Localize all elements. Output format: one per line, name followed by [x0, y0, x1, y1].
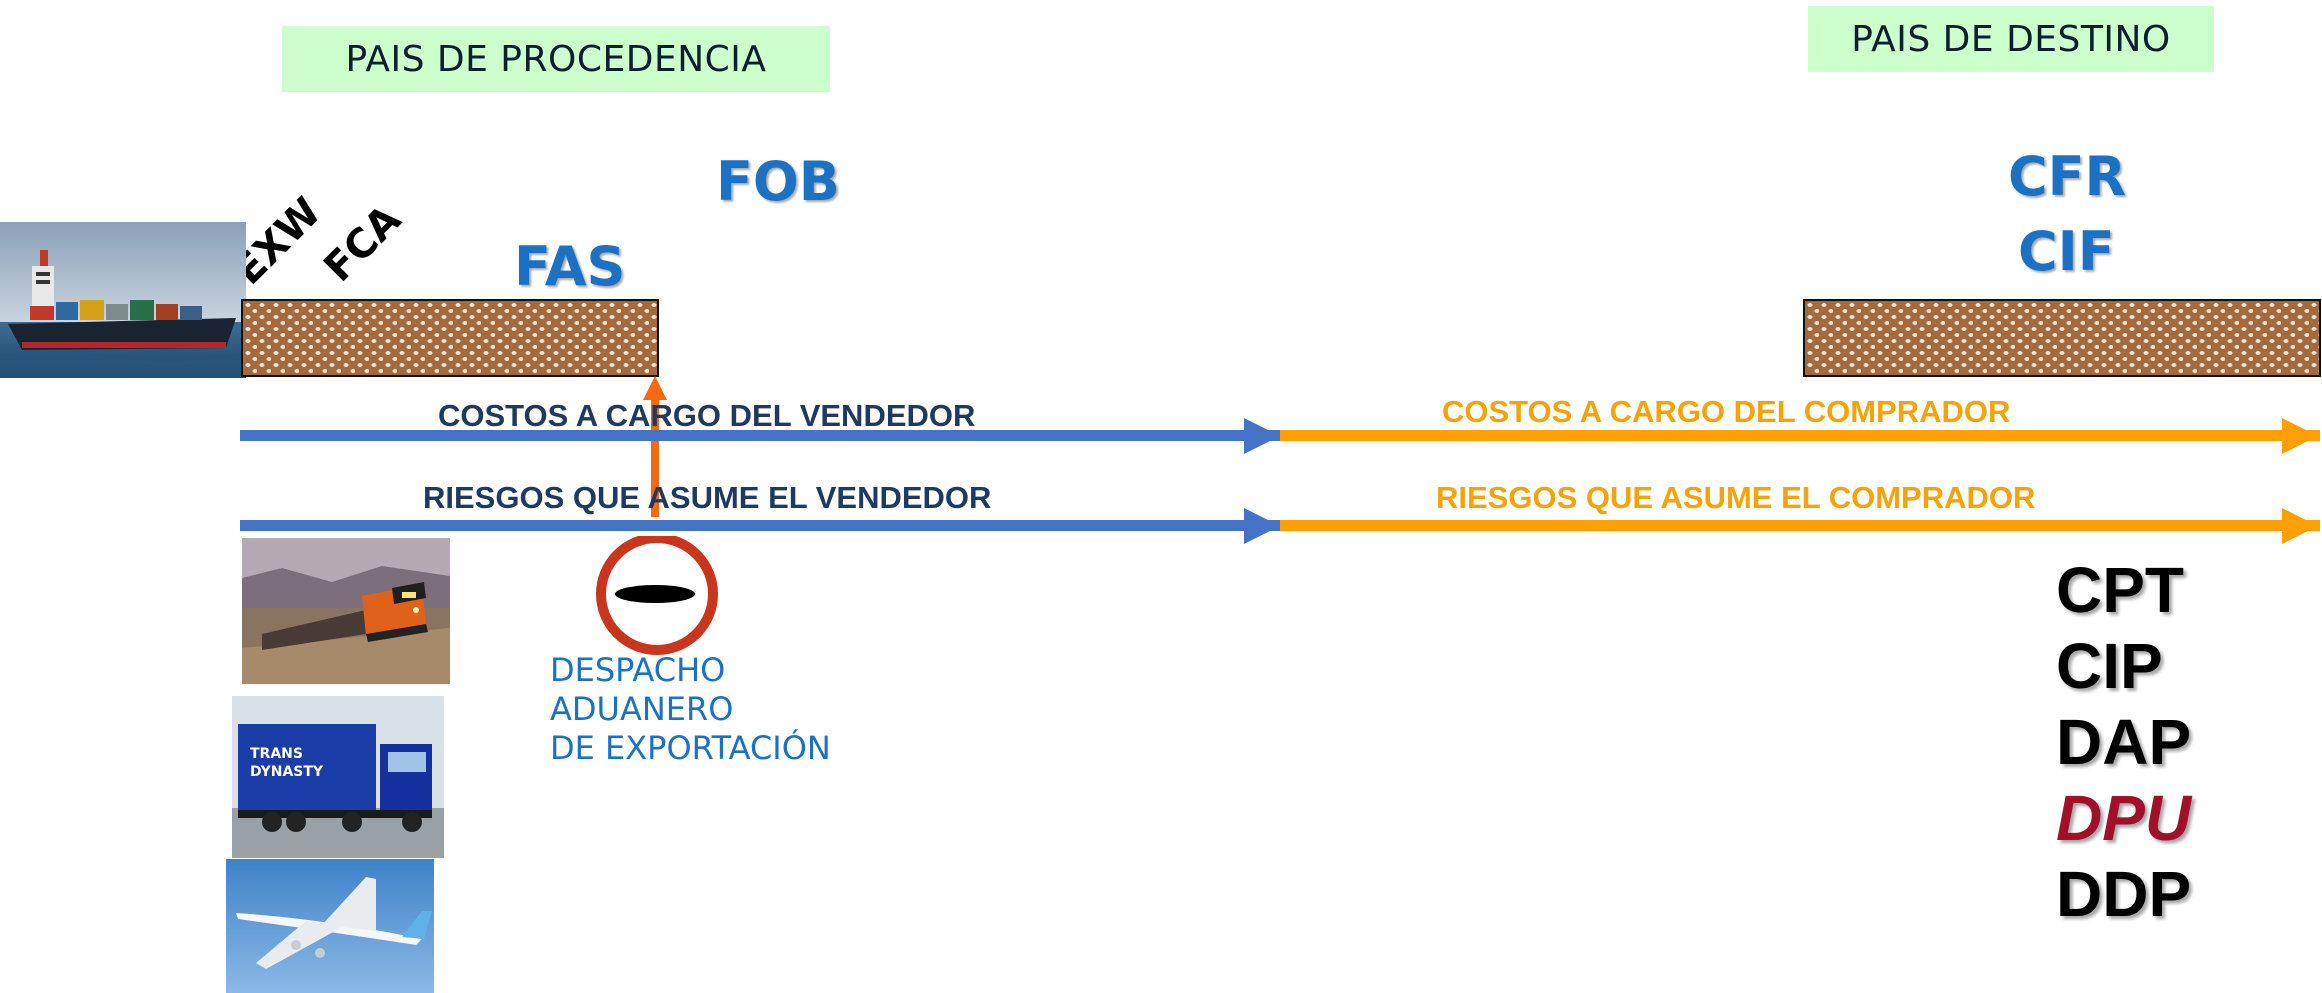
seller-costs-arrow-head	[1244, 418, 1280, 454]
term-fas: FAS	[514, 235, 626, 298]
svg-text:DYNASTY: DYNASTY	[250, 764, 324, 780]
origin-country-text: PAIS DE PROCEDENCIA	[345, 38, 767, 80]
term-cfr: CFR	[2008, 145, 2127, 208]
customs-line-1: DESPACHO	[550, 651, 726, 689]
svg-text:TRANS: TRANS	[250, 746, 303, 762]
term-ddp: DDP	[2056, 858, 2192, 930]
seller-risks-arrow	[240, 520, 1280, 531]
container-ship-image	[0, 222, 246, 378]
export-arrow-head	[643, 376, 667, 400]
term-cip: CIP	[2056, 630, 2163, 702]
term-cpt: CPT	[2056, 554, 2184, 626]
customs-line-3: DE EXPORTACIÓN	[550, 729, 831, 767]
destination-dock-platform	[1803, 299, 2321, 377]
seller-costs-arrow	[240, 430, 1280, 441]
seller-costs-text: COSTOS A CARGO DEL VENDEDOR	[438, 398, 976, 433]
seller-risks-arrow-head	[1244, 508, 1280, 544]
customs-stop-icon	[596, 536, 718, 655]
buyer-costs-arrow	[1280, 430, 2320, 441]
origin-country-label: PAIS DE PROCEDENCIA	[282, 26, 830, 92]
right-terms-list: CPT CIP DAP DPU DDP	[2056, 558, 2191, 926]
destination-country-text: PAIS DE DESTINO	[1851, 18, 2171, 60]
airplane-image	[226, 859, 434, 993]
origin-dock-platform	[241, 299, 659, 377]
seller-risks-text: RIESGOS QUE ASUME EL VENDEDOR	[423, 480, 992, 515]
buyer-costs-arrow-head	[2282, 418, 2318, 454]
destination-country-label: PAIS DE DESTINO	[1808, 6, 2214, 72]
customs-clearance-label: DESPACHO ADUANERO DE EXPORTACIÓN	[550, 651, 831, 768]
truck-image: TRANS DYNASTY	[232, 696, 444, 858]
buyer-risks-arrow	[1280, 520, 2320, 531]
export-arrow-shaft	[651, 395, 659, 517]
buyer-costs-text: COSTOS A CARGO DEL COMPRADOR	[1442, 394, 2011, 429]
term-cif: CIF	[2018, 220, 2115, 283]
term-fob: FOB	[716, 150, 840, 213]
customs-line-2: ADUANERO	[550, 690, 734, 728]
buyer-risks-arrow-head	[2282, 508, 2318, 544]
term-dpu: DPU	[2056, 782, 2192, 854]
buyer-risks-text: RIESGOS QUE ASUME EL COMPRADOR	[1436, 480, 2036, 515]
term-dap: DAP	[2056, 706, 2192, 778]
freight-train-image	[242, 538, 450, 684]
